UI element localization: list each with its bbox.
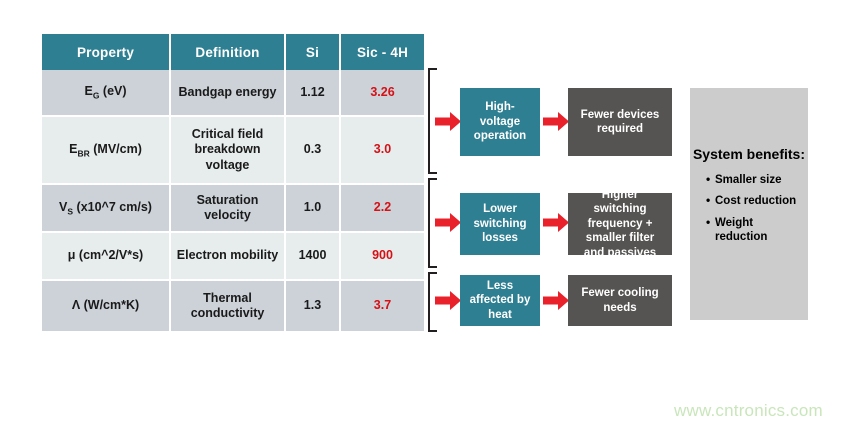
cell-definition: Thermal conductivity xyxy=(170,280,286,333)
flow-cause-label-1: High-voltage operation xyxy=(473,101,527,143)
cell-si-value: 1.12 xyxy=(285,70,341,117)
flow-cause-box-2: Lower switching losses xyxy=(460,193,540,255)
cell-si-value: 1.0 xyxy=(285,184,341,233)
property-symbol: E xyxy=(84,84,93,99)
cell-definition: Bandgap energy xyxy=(170,70,286,117)
property-subscript: S xyxy=(67,206,74,217)
column-header-definition: Definition xyxy=(170,34,286,70)
cell-definition: Saturation velocity xyxy=(170,184,286,233)
property-unit: (x10^7 cm/s) xyxy=(73,199,152,214)
system-benefits-list: Smaller size Cost reduction Weight reduc… xyxy=(690,172,808,245)
cell-sic-value: 900 xyxy=(340,232,424,281)
bracket-group-1 xyxy=(428,68,437,174)
cell-sic-value: 3.26 xyxy=(340,70,424,117)
flow-cause-box-3: Less affected by heat xyxy=(460,275,540,326)
list-item: Cost reduction xyxy=(706,193,802,208)
table-row: VS (x10^7 cm/s) Saturation velocity 1.0 … xyxy=(42,184,424,233)
list-item: Weight reduction xyxy=(706,215,802,245)
property-symbol: V xyxy=(59,199,68,214)
arrow-right-icon xyxy=(543,112,569,131)
flow-effect-box-3: Fewer cooling needs xyxy=(568,275,672,326)
cell-si-value: 1.3 xyxy=(285,280,341,333)
column-header-si: Si xyxy=(285,34,341,70)
table-header-row: Property Definition Si Sic - 4H xyxy=(42,34,424,70)
arrow-right-icon xyxy=(435,112,461,131)
flow-cause-box-1: High-voltage operation xyxy=(460,88,540,156)
property-unit: (eV) xyxy=(99,84,127,99)
cell-si-value: 1400 xyxy=(285,232,341,281)
arrow-right-icon xyxy=(435,213,461,232)
bracket-group-2 xyxy=(428,178,437,268)
flow-effect-label-2: Higher switching frequency + smaller fil… xyxy=(583,189,657,259)
cell-property: μ (cm^2/V*s) xyxy=(42,232,171,281)
list-item: Smaller size xyxy=(706,172,802,187)
table-row: Λ (W/cm*K) Thermal conductivity 1.3 3.7 xyxy=(42,280,424,333)
cell-sic-value: 3.7 xyxy=(340,280,424,333)
cell-definition: Electron mobility xyxy=(170,232,286,281)
cell-si-value: 0.3 xyxy=(285,116,341,185)
property-symbol: μ (cm^2/V*s) xyxy=(67,247,144,262)
property-symbol: E xyxy=(69,141,78,156)
property-subscript: BR xyxy=(77,148,90,159)
bracket-group-3 xyxy=(428,272,437,332)
property-unit: (MV/cm) xyxy=(89,141,142,156)
cell-sic-value: 2.2 xyxy=(340,184,424,233)
property-symbol: Λ (W/cm*K) xyxy=(71,297,140,312)
arrow-right-icon xyxy=(543,291,569,310)
flow-cause-label-2: Lower switching losses xyxy=(473,203,527,245)
flow-effect-box-1: Fewer devices required xyxy=(568,88,672,156)
comparison-table: Property Definition Si Sic - 4H EG (eV) … xyxy=(42,34,424,333)
cell-definition: Critical field breakdown voltage xyxy=(170,116,286,185)
column-header-sic-4h: Sic - 4H xyxy=(340,34,424,70)
cell-property: VS (x10^7 cm/s) xyxy=(42,184,171,233)
cell-property: EG (eV) xyxy=(42,70,171,117)
flow-effect-label-3: Fewer cooling needs xyxy=(581,287,659,314)
flow-effect-label-1: Fewer devices required xyxy=(580,108,660,135)
watermark-text: www.cntronics.com xyxy=(674,401,823,420)
table-row: EG (eV) Bandgap energy 1.12 3.26 xyxy=(42,70,424,117)
flow-effect-box-2: Higher switching frequency + smaller fil… xyxy=(568,189,672,259)
cell-property: Λ (W/cm*K) xyxy=(42,280,171,333)
cell-property: EBR (MV/cm) xyxy=(42,116,171,185)
cell-sic-value: 3.0 xyxy=(340,116,424,185)
property-subscript: G xyxy=(92,90,100,101)
system-benefits-title: System benefits: xyxy=(692,146,806,162)
system-benefits-panel: System benefits: Smaller size Cost reduc… xyxy=(690,88,808,320)
table-row: EBR (MV/cm) Critical field breakdown vol… xyxy=(42,116,424,185)
arrow-right-icon xyxy=(543,213,569,232)
flow-cause-label-3: Less affected by heat xyxy=(469,279,531,321)
arrow-right-icon xyxy=(435,291,461,310)
table-row: μ (cm^2/V*s) Electron mobility 1400 900 xyxy=(42,232,424,281)
column-header-property: Property xyxy=(42,34,171,70)
